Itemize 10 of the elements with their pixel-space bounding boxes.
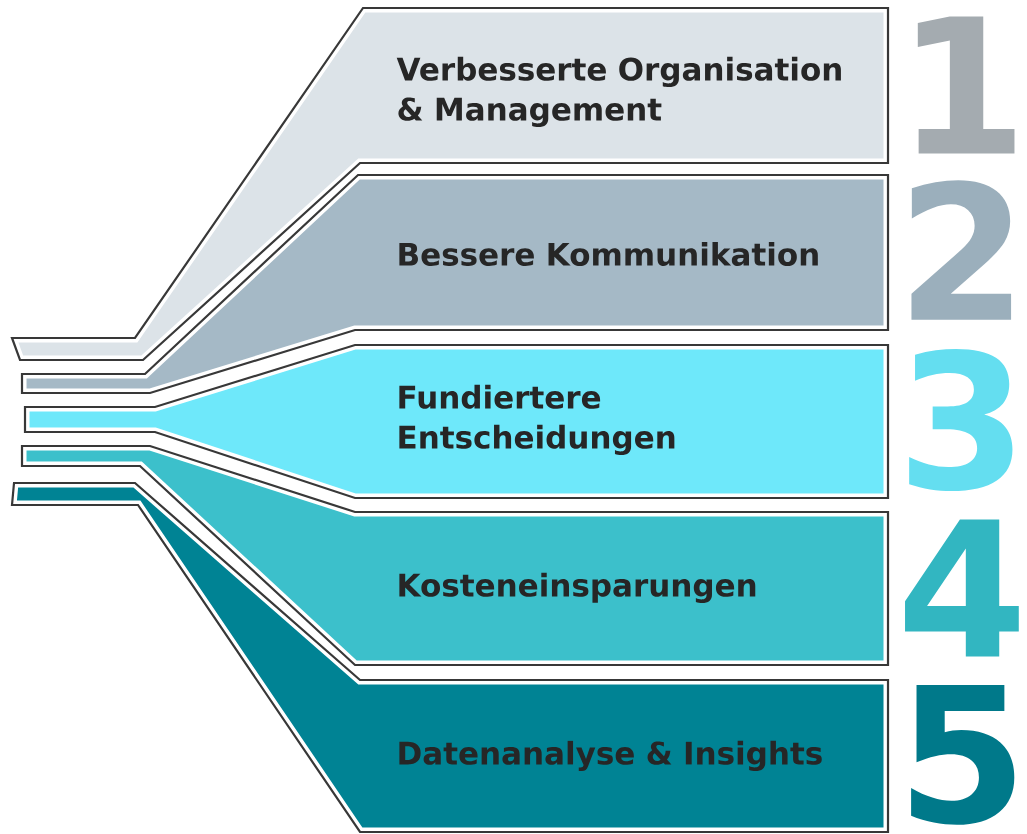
node-label: Kosteneinsparungen xyxy=(399,572,756,604)
node-label: Fundiertere Entscheidungen xyxy=(399,384,675,456)
node-label: 4 xyxy=(905,519,1019,657)
node-label: Bessere Kommunikation xyxy=(399,241,818,266)
node-label: 3 xyxy=(909,348,1013,492)
node-label: Verbesserte Organisation & Management xyxy=(396,56,841,128)
node-label: Datenanalyse & Insights xyxy=(399,740,822,772)
node-label: 2 xyxy=(911,180,1012,320)
node-label: 1 xyxy=(917,16,1015,154)
node-label: 5 xyxy=(911,685,1015,825)
